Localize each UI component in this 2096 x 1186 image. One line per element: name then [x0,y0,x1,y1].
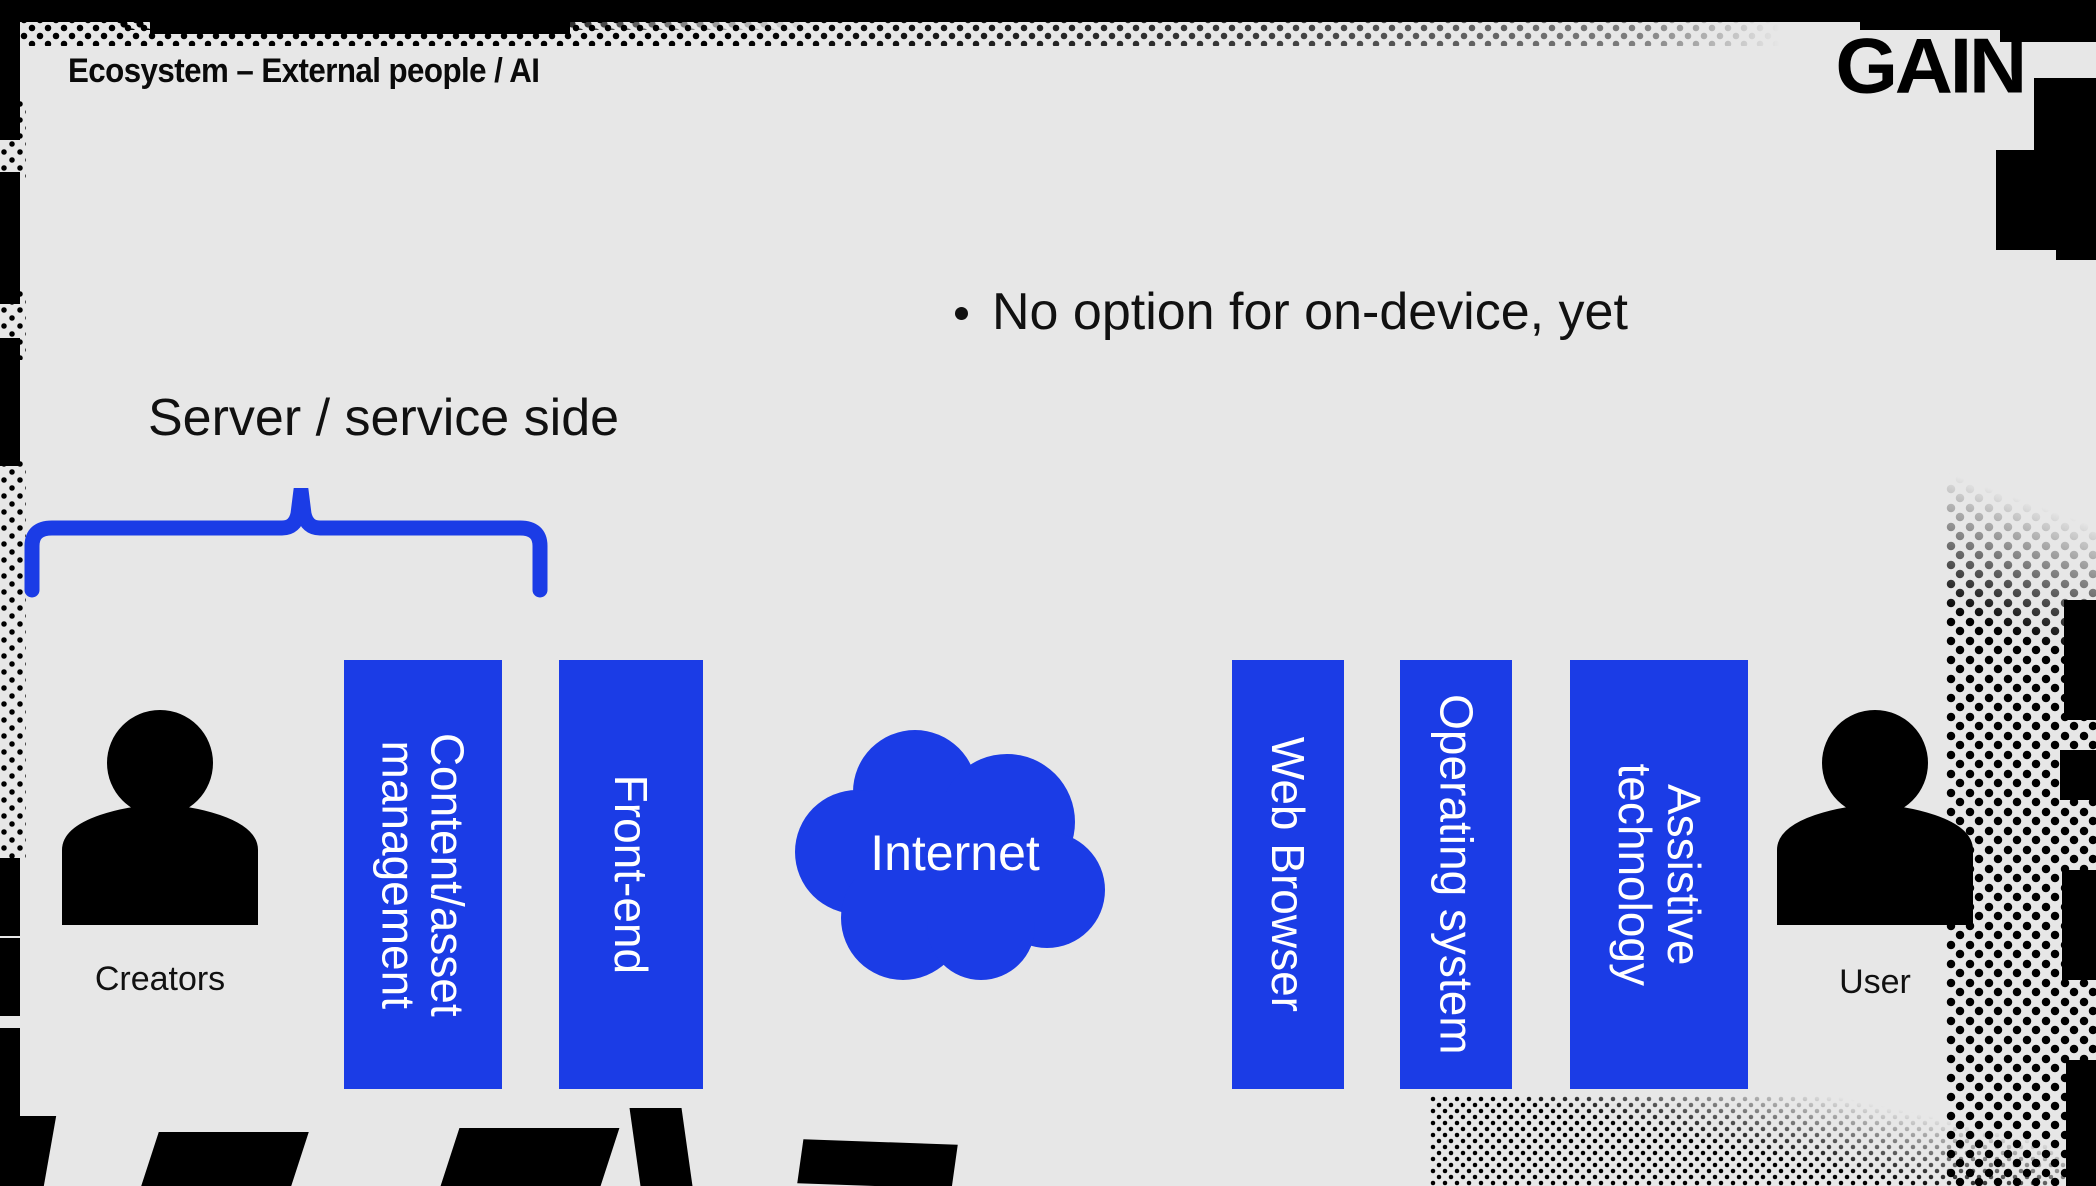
frame-left-dash-1 [0,22,20,140]
frame-left-dash-5 [0,938,20,1016]
frame-top-black-bar [0,0,2096,22]
frame-bottom-shape-4 [629,1108,693,1186]
frame-top-halftone [20,16,1780,46]
page-title: Ecosystem – External people / AI [68,52,540,90]
box-web-browser[interactable]: Web Browser [1232,660,1344,1089]
bullet-list: No option for on-device, yet [955,283,1628,343]
frame-left-halftone-2 [0,290,26,360]
box-content-asset-management[interactable]: Content/asset management [344,660,502,1089]
frame-left-dash-3 [0,338,20,466]
frame-top-block-b [620,0,820,14]
box-front-end[interactable]: Front-end [559,660,703,1089]
person-icon-user [1777,710,1973,925]
cloud-icon-internet [795,730,1105,980]
frame-top-block-a [150,0,570,34]
box-label: Content/asset management [373,732,474,1017]
frame-right-block-8 [2066,1060,2096,1186]
box-assistive-technology[interactable]: Assistive technology [1570,660,1748,1089]
box-operating-system[interactable]: Operating system [1400,660,1512,1089]
person-icon-creators [62,710,258,925]
frame-top-halftone-2 [120,4,820,30]
bullet-text: No option for on-device, yet [992,283,1628,341]
frame-bottom-shape-5 [797,1139,958,1186]
frame-right-block-6 [2060,750,2096,800]
server-side-brace [24,488,548,598]
gain-logo: GAIN [1835,22,2027,110]
actor-label-user: User [1839,963,1911,1001]
bullet-point-icon [955,307,968,320]
frame-left-dash-7 [0,1128,20,1186]
frame-bottom-shape-3 [440,1128,620,1186]
frame-bottom-shape-2 [141,1132,309,1186]
frame-left-dash-2 [0,172,20,304]
frame-left-dash-4 [0,858,20,936]
frame-right-block-2 [2034,78,2096,208]
frame-right-block-5 [2064,600,2096,720]
actor-label-creators: Creators [94,960,226,998]
cloud-label: Internet [870,824,1040,881]
frame-bottom-shape-1 [0,1116,57,1186]
server-side-label: Server / service side [148,389,620,447]
frame-left-dash-6 [0,1028,20,1116]
box-label: Web Browser [1262,736,1315,1013]
box-label: Operating system [1430,694,1483,1055]
frame-right-block-7 [2062,870,2096,980]
frame-left-halftone-1 [0,100,26,180]
frame-right-block-4 [2056,200,2096,260]
box-label: Assistive technology [1609,763,1710,986]
frame-bottom-halftone [1430,1096,2070,1186]
frame-right-block-3 [1996,150,2096,250]
box-label: Front-end [605,774,658,975]
